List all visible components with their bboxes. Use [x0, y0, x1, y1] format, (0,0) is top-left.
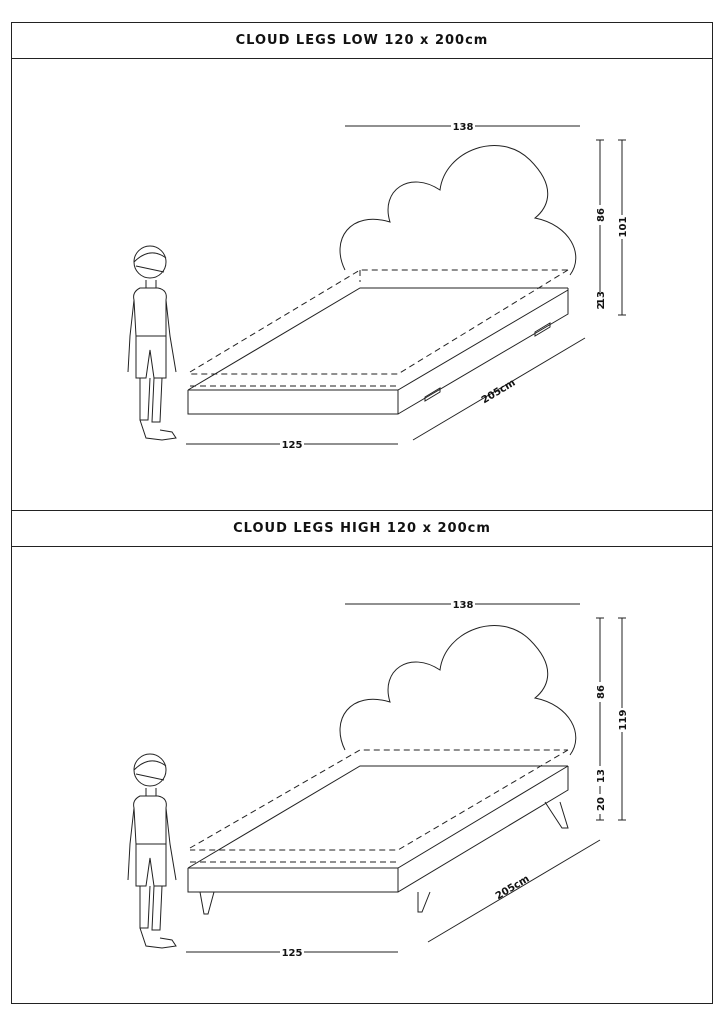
section-high-title: CLOUD LEGS HIGH 120 x 200cm: [233, 521, 491, 536]
low-dim-headboard-height: 86: [596, 208, 607, 222]
high-dim-total-height: 119: [618, 710, 629, 731]
low-dim-headboard-width: 138: [453, 122, 474, 133]
high-dim-headboard-width: 138: [453, 600, 474, 611]
section-high-title-bar: CLOUD LEGS HIGH 120 x 200cm: [12, 511, 712, 547]
high-dim-frame-a: 20: [596, 797, 607, 811]
section-low-frame: CLOUD LEGS LOW 120 x 200cm: [11, 22, 713, 511]
section-low-title: CLOUD LEGS LOW 120 x 200cm: [235, 33, 489, 48]
child-figure-low: [127, 245, 177, 441]
bed-low-drawing: 138 86 101 2 13 125 205cm: [127, 120, 629, 451]
headboard-cloud-high: [339, 625, 577, 756]
high-dim-frame-b: 13: [596, 769, 607, 783]
section-high-frame: CLOUD LEGS HIGH 120 x 200cm: [11, 511, 713, 1004]
high-dim-width: 125: [282, 948, 303, 959]
high-dim-headboard-height: 86: [596, 685, 607, 699]
low-dim-frame-a: 2: [596, 302, 607, 309]
high-dim-length: 205cm: [494, 874, 532, 903]
section-low-title-bar: CLOUD LEGS LOW 120 x 200cm: [12, 23, 712, 59]
low-dim-total-height: 101: [618, 217, 629, 238]
low-dim-width: 125: [282, 440, 303, 451]
low-dim-frame-b: 13: [596, 291, 607, 305]
child-figure-high: [127, 753, 177, 949]
headboard-cloud-low: [339, 145, 577, 276]
